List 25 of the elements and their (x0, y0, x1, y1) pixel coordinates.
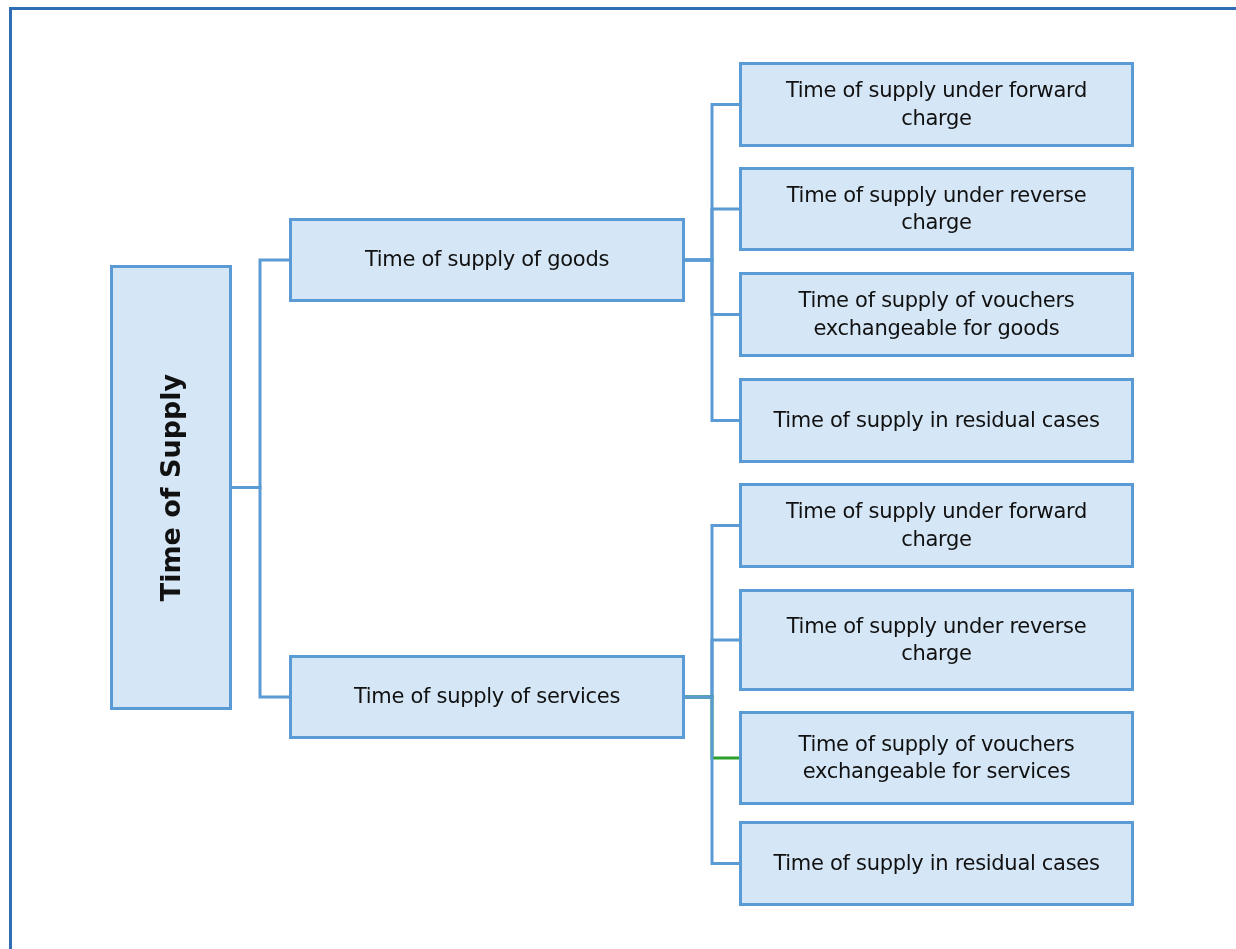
topic-box (739, 483, 1134, 568)
box-label: Time of supply of vouchers exchangeable for services (797, 730, 1076, 785)
root-box (110, 265, 232, 710)
box-label: Time of supply under forward charge (784, 77, 1089, 132)
topic-box (739, 167, 1134, 251)
box-label: Time of supply in residual cases (773, 849, 1100, 877)
box-label: Time of supply under forward charge (784, 498, 1089, 553)
topic-box (739, 711, 1134, 805)
box-label: Time of supply of goods (364, 246, 610, 274)
topic-box (289, 655, 685, 739)
box-label: Time of supply of vouchers exchangeable for goods (797, 287, 1076, 342)
topic-box (739, 378, 1134, 463)
topic-box (739, 821, 1134, 906)
topic-box (739, 62, 1134, 147)
box-label: Time of supply in residual cases (773, 406, 1100, 434)
topic-box (739, 589, 1134, 691)
box-label: Time of supply of services (353, 683, 621, 711)
connector-line (685, 258, 739, 422)
topic-box (739, 272, 1134, 357)
box-label: Time of supply under reverse charge (785, 612, 1088, 667)
box-label: Time of supply under reverse charge (785, 181, 1088, 236)
topic-box (289, 218, 685, 302)
connector-line (232, 486, 289, 699)
connector-line (685, 695, 739, 865)
box-label: Time of Supply (154, 373, 188, 602)
